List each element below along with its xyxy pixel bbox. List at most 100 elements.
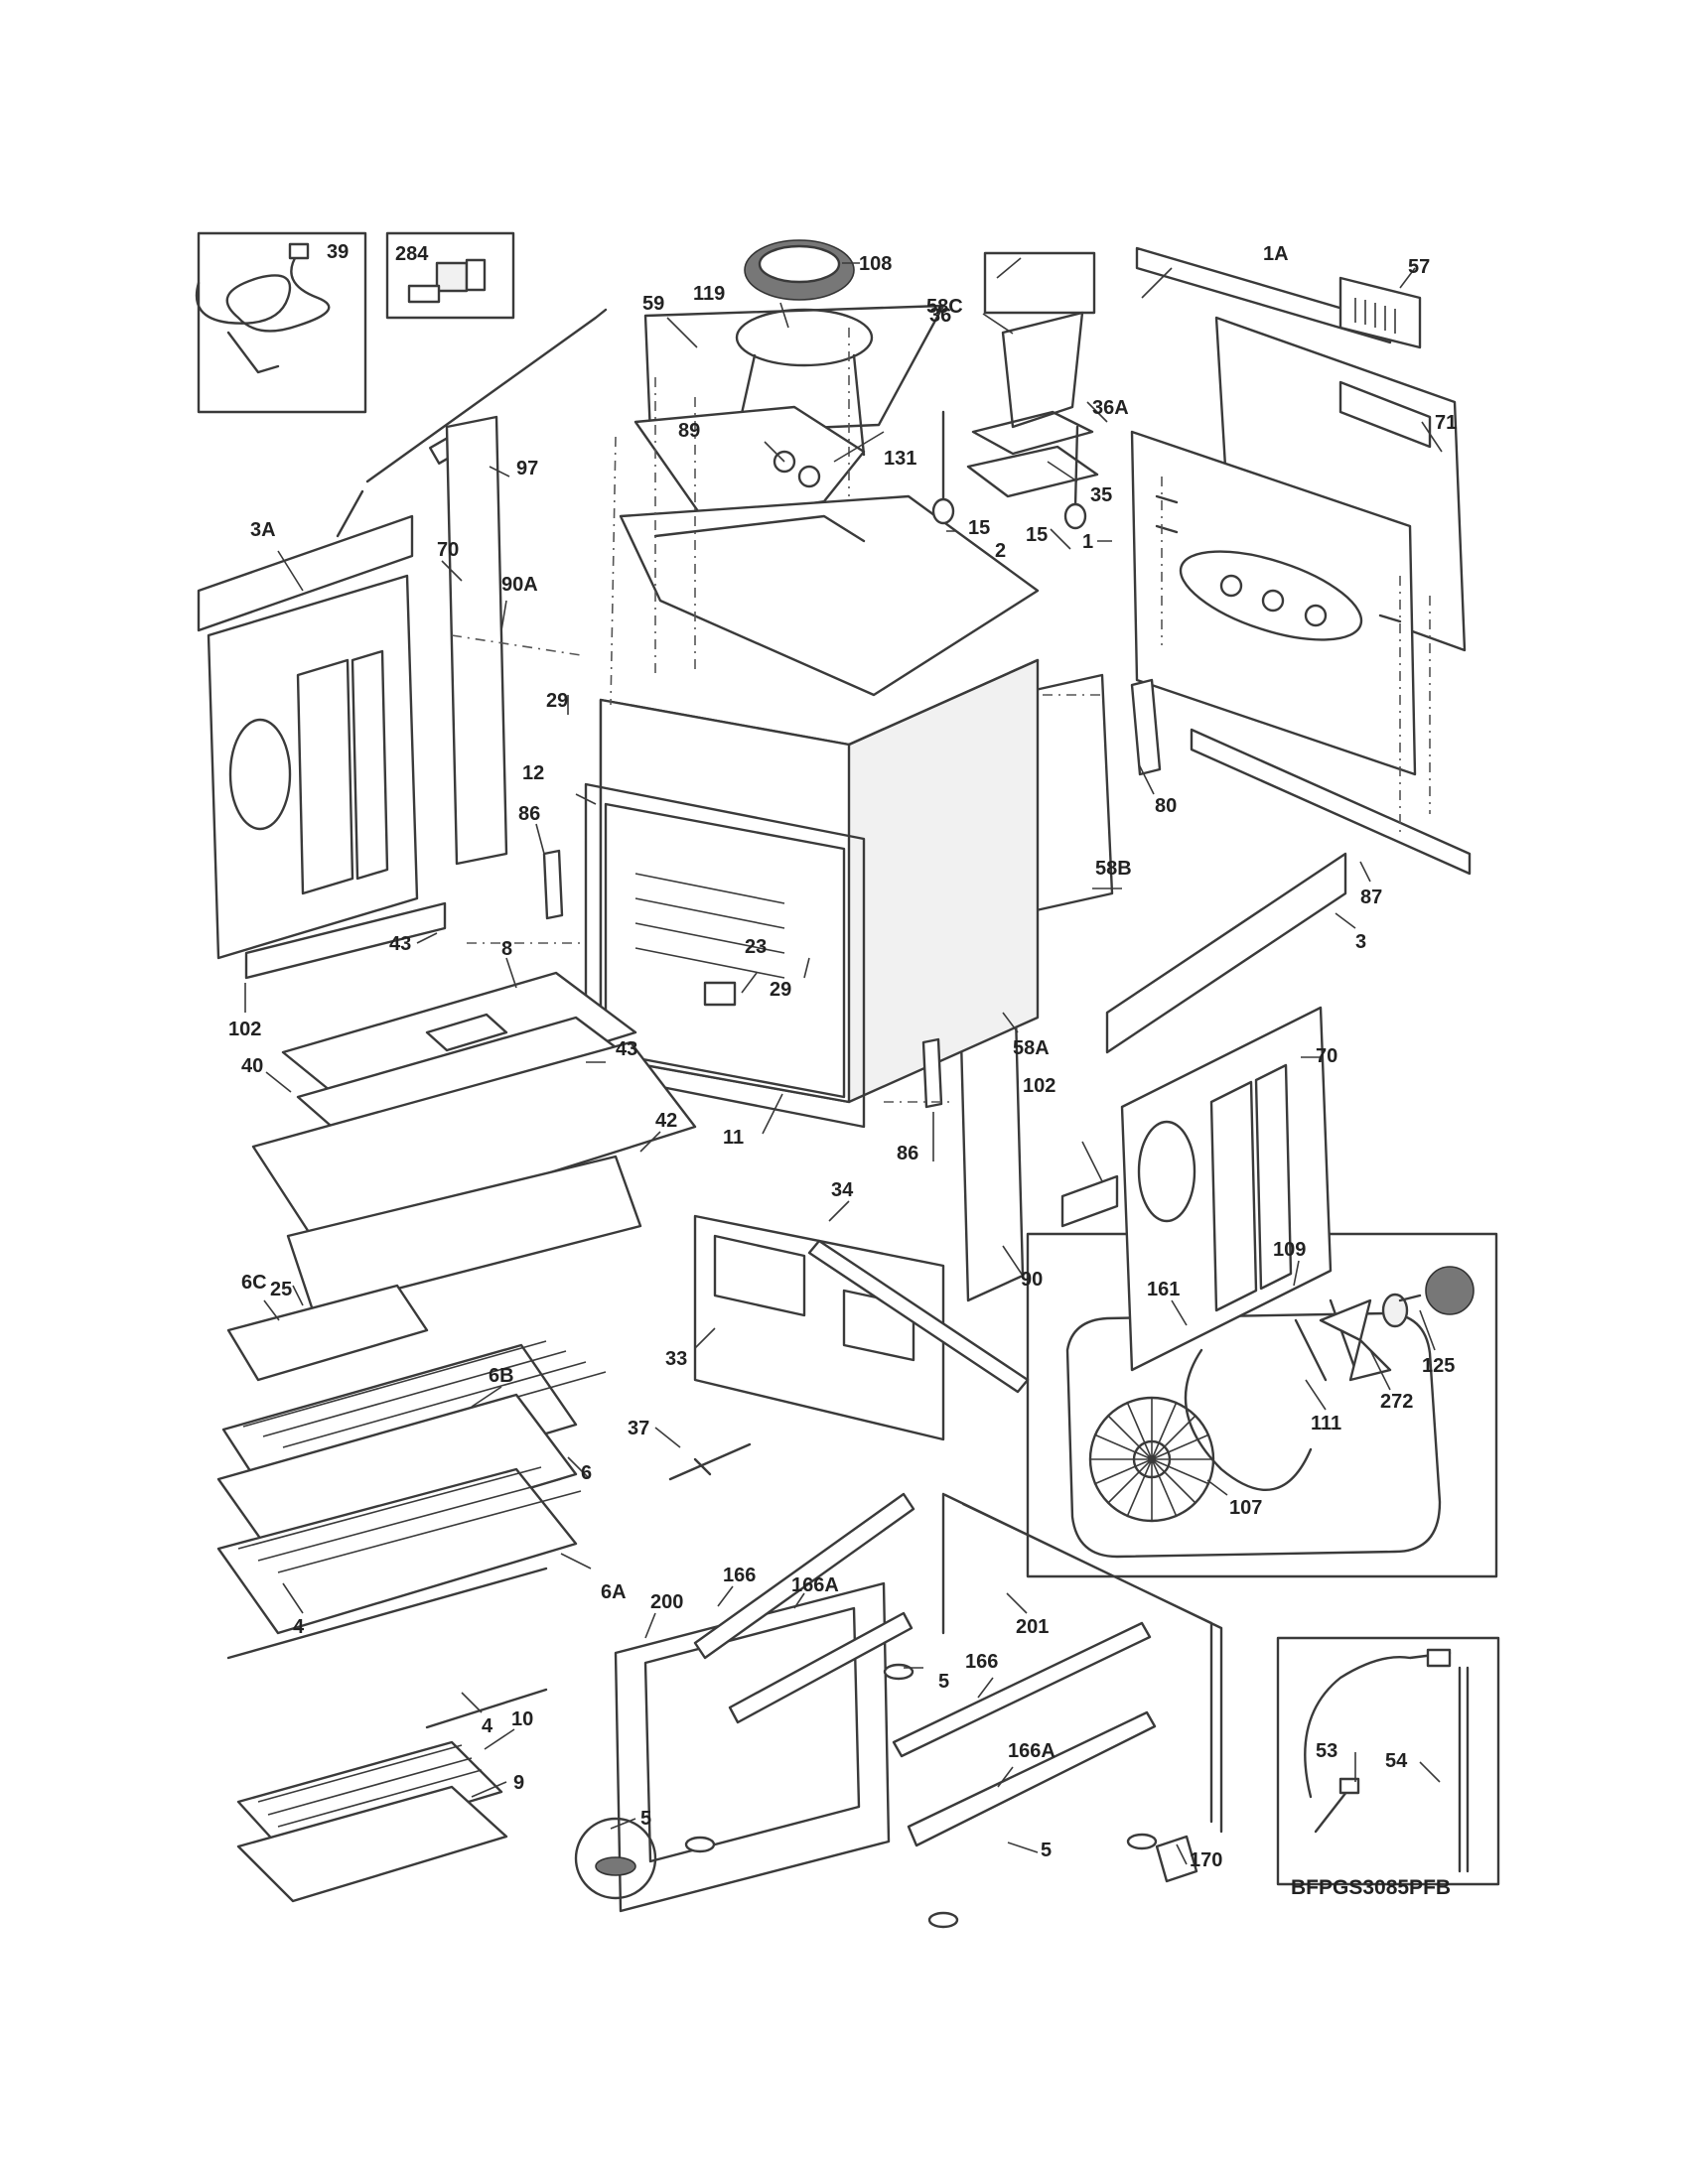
callout-97: 97	[516, 458, 538, 479]
callout-131: 131	[884, 448, 916, 470]
oven-top-2	[619, 494, 1040, 697]
callout-54: 54	[1385, 1750, 1408, 1772]
callout-166b: 166	[965, 1651, 998, 1673]
rail-102-left	[244, 901, 447, 980]
callout-58A: 58A	[1013, 1037, 1050, 1059]
callout-58B: 58B	[1095, 858, 1132, 880]
callout-23: 23	[745, 936, 767, 958]
back-frame-1A	[1135, 246, 1392, 344]
callout-1: 1	[1082, 531, 1093, 553]
tray-42	[251, 1040, 697, 1248]
leader-lines	[244, 257, 1443, 1865]
callout-201: 201	[1016, 1616, 1049, 1638]
rail-166A	[728, 1611, 1157, 1847]
callout-102b: 102	[1023, 1075, 1055, 1097]
side-frame-3	[1105, 852, 1347, 1054]
hinge-86-left	[542, 849, 564, 920]
callout-6A: 6A	[601, 1581, 627, 1603]
oven-front-frame-11	[584, 782, 866, 1129]
callout-1A: 1A	[1263, 243, 1289, 265]
sensor-15	[931, 410, 1087, 530]
callout-43a: 43	[389, 933, 411, 955]
callout-10: 10	[511, 1708, 533, 1730]
tray-25	[286, 1155, 642, 1312]
callout-42: 42	[655, 1110, 677, 1132]
callout-89: 89	[678, 420, 700, 442]
assembly-guides	[451, 328, 1431, 1103]
part-37	[668, 1442, 752, 1481]
back-panel-1	[1130, 430, 1417, 776]
callout-5a: 5	[938, 1671, 949, 1693]
callout-39: 39	[327, 241, 349, 263]
callout-86b: 86	[897, 1143, 918, 1164]
callout-107: 107	[1229, 1497, 1262, 1519]
callout-labels: 39 284 108 119 58C 1A 57 59 36 36A 89 13…	[228, 241, 1457, 1871]
callout-53: 53	[1316, 1740, 1337, 1762]
callout-4a: 4	[293, 1616, 305, 1638]
callout-11: 11	[723, 1127, 744, 1149]
callout-3A: 3A	[250, 519, 276, 541]
side-panel-70-left	[207, 574, 419, 960]
callout-2: 2	[995, 540, 1006, 562]
rack-6A	[216, 1466, 582, 1635]
inset-fan-assembly	[1026, 1232, 1498, 1578]
callout-15b: 15	[1026, 524, 1048, 546]
callout-90A: 90A	[501, 574, 538, 596]
callout-108: 108	[859, 253, 892, 275]
rail-102-right	[1060, 1174, 1119, 1228]
rack-6	[216, 1393, 578, 1566]
callout-200: 200	[650, 1591, 683, 1613]
callout-6C: 6C	[241, 1272, 267, 1294]
callout-29a: 29	[546, 690, 568, 712]
callout-70a: 70	[437, 539, 459, 561]
leveling-leg-5	[574, 1663, 1158, 1929]
callout-29b: 29	[770, 979, 791, 1001]
rack-6C	[226, 1284, 429, 1382]
callout-36: 36	[929, 305, 951, 327]
callout-59: 59	[642, 293, 664, 315]
vent-cover-57	[1338, 276, 1422, 349]
inset-power-cord	[195, 231, 367, 414]
callout-6B: 6B	[489, 1365, 514, 1387]
oven-cavity-body	[599, 658, 1040, 1104]
callout-43b: 43	[616, 1038, 637, 1060]
callout-40: 40	[241, 1055, 263, 1077]
rail-166	[693, 1492, 1152, 1758]
callout-125: 125	[1422, 1355, 1455, 1377]
rod-4	[226, 1567, 548, 1729]
callout-284: 284	[395, 243, 429, 265]
frame-200	[614, 1581, 891, 1913]
callout-166Aa: 166A	[791, 1574, 839, 1596]
callout-6: 6	[581, 1462, 592, 1484]
fan-housing-59	[643, 304, 945, 457]
callout-58C: 58C	[926, 296, 963, 318]
side-panel-70-right	[1120, 1006, 1333, 1372]
callout-25: 25	[270, 1279, 292, 1300]
callout-70b: 70	[1316, 1045, 1337, 1067]
convection-motor-top	[744, 239, 855, 301]
vent-duct-36	[966, 251, 1099, 498]
callout-90: 90	[1021, 1269, 1043, 1291]
door-panel-33	[693, 1214, 945, 1441]
callout-166Ab: 166A	[1008, 1740, 1055, 1762]
callout-36A: 36A	[1092, 397, 1129, 419]
inset-temperature-probe	[1276, 1636, 1500, 1886]
callout-87: 87	[1360, 887, 1382, 908]
callout-9: 9	[513, 1772, 524, 1794]
top-panel-131	[633, 405, 866, 523]
callout-166a: 166	[723, 1565, 756, 1586]
bracket-80	[1130, 678, 1162, 776]
callout-170: 170	[1190, 1849, 1222, 1871]
callout-111: 111	[1311, 1413, 1341, 1434]
callout-34: 34	[831, 1179, 854, 1201]
callout-109: 109	[1273, 1239, 1306, 1261]
callout-4b: 4	[482, 1715, 493, 1737]
callout-3: 3	[1355, 931, 1366, 953]
callout-35: 35	[1090, 484, 1112, 506]
back-rail-87	[1190, 728, 1472, 876]
callout-15a: 15	[968, 517, 990, 539]
hinge-86-right	[921, 1037, 943, 1109]
callout-37: 37	[628, 1418, 649, 1439]
callout-57: 57	[1408, 256, 1430, 278]
